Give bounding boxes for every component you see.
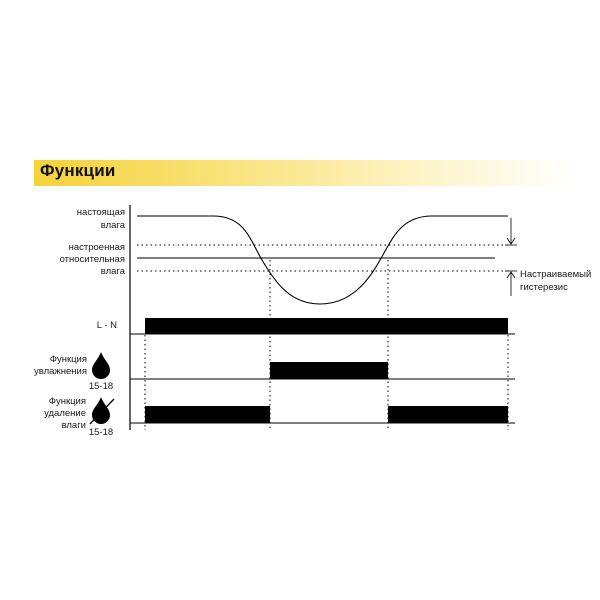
label-hysteresis-line2: гистерезис <box>520 282 568 293</box>
crossed-water-drop-icon <box>89 397 115 425</box>
label-dehumidify-range: 15-18 <box>89 427 113 438</box>
label-humidify-line2: увлажнения <box>34 366 87 377</box>
label-dehumidify-line3: влаги <box>62 420 86 431</box>
label-current-humidity-line2: влага <box>101 220 126 231</box>
dehumidify-signal-bar-2 <box>388 406 508 423</box>
hysteresis-arrow-upper-head <box>506 237 516 245</box>
dehumidify-signal-bar-1 <box>145 406 270 423</box>
hysteresis-arrow-lower-head <box>506 271 516 279</box>
label-humidify-range: 15-18 <box>89 381 113 392</box>
title-band <box>34 160 574 186</box>
label-set-humidity-line3: влага <box>101 266 126 277</box>
label-dehumidify-line2: удаление <box>44 408 86 419</box>
ln-signal-bar <box>145 318 508 334</box>
label-humidify-line1: Функция <box>50 354 87 365</box>
humidify-signal-bar <box>270 362 388 379</box>
label-hysteresis-line1: Настраиваемый <box>520 269 591 280</box>
page-title: Функции <box>40 161 116 180</box>
label-dehumidify-line1: Функция <box>49 396 86 407</box>
label-set-humidity-line1: настроенная <box>69 242 125 253</box>
humidity-curve <box>137 215 508 305</box>
label-ln: L - N <box>97 320 117 331</box>
label-current-humidity-line1: настоящая <box>77 207 125 218</box>
label-set-humidity-line2: относительная <box>60 254 125 265</box>
water-drop-icon <box>92 352 110 379</box>
